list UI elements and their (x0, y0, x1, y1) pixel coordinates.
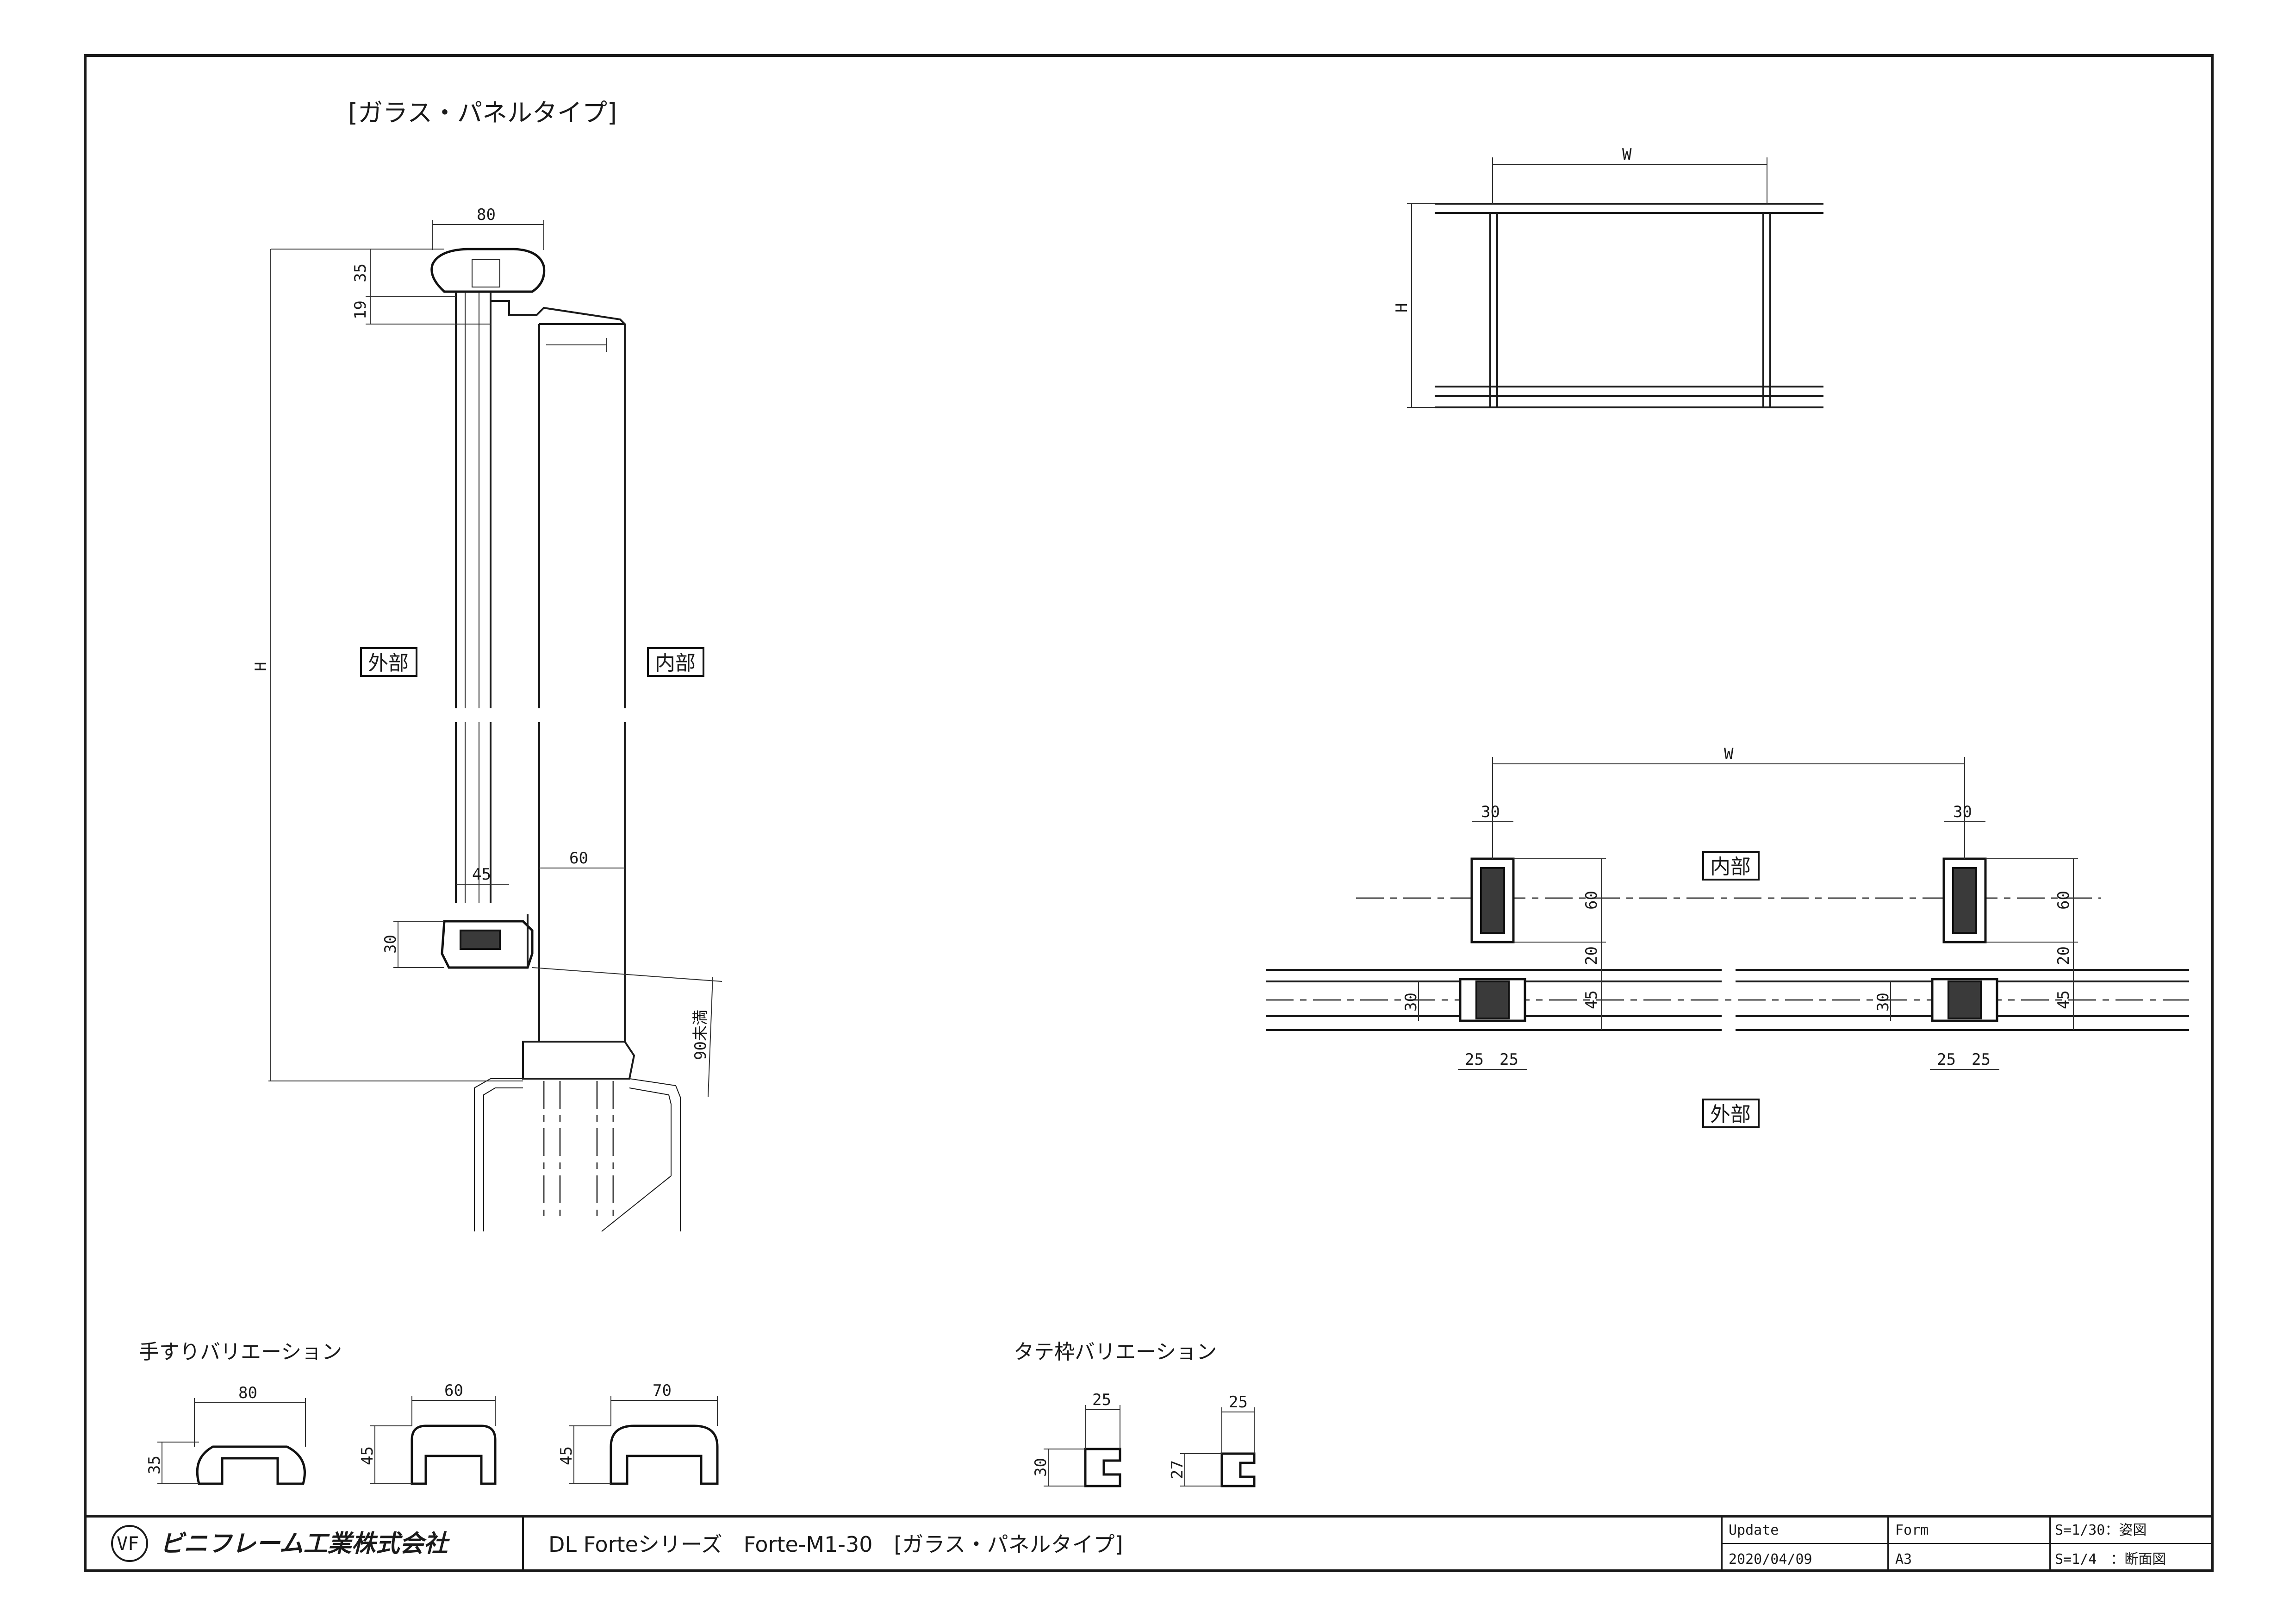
plan-dim-post-gap-left: 20 (1582, 946, 1601, 965)
label-exterior: 外部 (368, 651, 409, 675)
sheet-border (84, 54, 2214, 1572)
concrete-inner (483, 1087, 672, 1232)
dim-gap: 19 (351, 300, 370, 319)
update-value: 2020/04/09 (1729, 1551, 1812, 1568)
company-logo (111, 1525, 148, 1562)
handrail-1-width: 80 (238, 1384, 257, 1402)
plan-frame-right-core (1948, 981, 1982, 1019)
handrail-profile (430, 248, 546, 293)
plan-dim-frame-d-left: 45 (1582, 990, 1601, 1009)
plan-dim-post-w-left: 30 (1481, 803, 1500, 821)
bottom-rail-detail (460, 930, 501, 950)
dim-height: H (252, 662, 270, 671)
concrete-base (474, 1078, 681, 1231)
form-label: Form (1895, 1522, 1929, 1538)
scale-2: S=1/4 ：断面図 (2055, 1551, 2166, 1568)
label-exterior-box (360, 647, 417, 677)
post-base (522, 1041, 635, 1080)
plan-dim-right-offset-left: 25 (1500, 1050, 1518, 1069)
plan-dim-post-depth-right: 60 (2054, 891, 2073, 910)
plan-dim-left-offset-left: 25 (1465, 1050, 1484, 1069)
elev-dim-height: H (1393, 303, 1411, 312)
dim-bottom-height: 30 (381, 935, 400, 954)
handrail-slot (472, 259, 500, 287)
plan-dim-frame-h-right: 30 (1874, 993, 1892, 1012)
dim-post-width: 60 (569, 849, 588, 868)
label-interior-box (647, 647, 704, 677)
plan-dim-frame-h-left: 30 (1402, 993, 1420, 1012)
form-value: A3 (1895, 1551, 1912, 1568)
handrail-1-height: 35 (145, 1455, 164, 1474)
plan-label-exterior: 外部 (1710, 1103, 1751, 1126)
company-name: ビニフレーム工業株式会社 (160, 1530, 450, 1558)
plan-dim-post-w-right: 30 (1953, 803, 1972, 821)
handrail-variation-1 (196, 1445, 306, 1485)
dim-bottom-width: 45 (472, 865, 491, 884)
dim-handrail-width: 80 (477, 206, 496, 224)
dim-rail-height: 35 (351, 263, 370, 282)
handrail-2-width: 60 (444, 1381, 463, 1400)
plan-label-exterior-box (1702, 1099, 1760, 1128)
frame-2-width: 25 (1229, 1393, 1248, 1412)
frame-variations-title: タテ枠バリエーション (1014, 1340, 1217, 1364)
plan-dim-right-offset-right: 25 (1972, 1050, 1991, 1069)
frame-1-width: 25 (1092, 1391, 1111, 1409)
scale-1: S=1/30：姿図 (2055, 1522, 2147, 1538)
frame-variation-1 (1084, 1448, 1121, 1487)
plan-dim-post-depth-left: 60 (1582, 891, 1601, 910)
plan-dim-width: W (1724, 745, 1734, 763)
plan-post-left-core (1480, 867, 1505, 934)
plan-label-interior: 内部 (1710, 855, 1751, 879)
handrail-3-width: 70 (653, 1381, 672, 1400)
plan-dim-frame-d-right: 45 (2054, 990, 2073, 1009)
plan-view: W 30 60 20 45 30 25 25 30 60 20 45 30 25… (1266, 745, 2189, 1128)
plan-frame-left-core (1475, 981, 1510, 1019)
handrail-variation-3 (610, 1424, 719, 1485)
frame-variation-2 (1220, 1452, 1256, 1487)
elevation-view: W H (1393, 145, 1823, 408)
dim-max-gap: 90未満 (691, 1010, 710, 1060)
update-label: Update (1729, 1522, 1779, 1538)
handrail-variation-2 (411, 1424, 497, 1485)
frame-2-height: 27 (1168, 1460, 1187, 1479)
frame-1-height: 30 (1032, 1458, 1050, 1477)
company-logo-text: VF (117, 1533, 139, 1555)
elev-dim-width: W (1622, 145, 1632, 164)
drawing-title: DL Forteシリーズ Forte-M1-30 [ガラス・パネルタイプ] (548, 1532, 1123, 1557)
label-interior: 内部 (655, 651, 696, 675)
handrail-2-height: 45 (358, 1446, 377, 1465)
plan-dim-left-offset-right: 25 (1937, 1050, 1956, 1069)
vertical-section: 80 35 19 H 45 30 60 90未満 外部 内部 (252, 206, 722, 1232)
frame-variations: タテ枠バリエーション 25 30 25 27 (1014, 1340, 1256, 1487)
post-profile (491, 300, 626, 708)
plan-dim-post-gap-right: 20 (2054, 946, 2073, 965)
plan-label-interior-box (1702, 851, 1760, 881)
title-block: VF ビニフレーム工業株式会社 DL Forteシリーズ Forte-M1-30… (85, 1515, 2212, 1571)
section-title: [ガラス・パネルタイプ] (348, 98, 617, 127)
plan-post-right-core (1952, 867, 1977, 934)
handrail-3-height: 45 (557, 1446, 576, 1465)
handrail-variations: 手すりバリエーション 80 35 60 45 70 45 (139, 1340, 719, 1485)
handrail-variations-title: 手すりバリエーション (139, 1340, 342, 1364)
